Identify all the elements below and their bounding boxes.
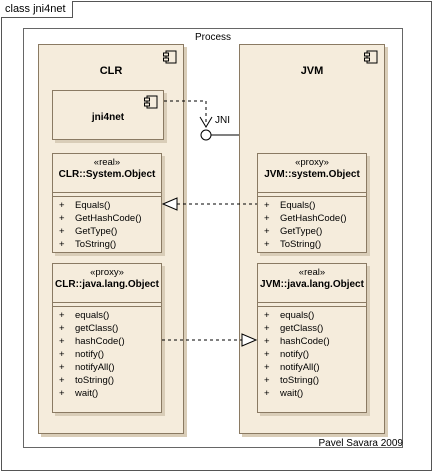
operation: +Equals() [264, 200, 316, 211]
operation-list: +equals() +getClass() +hashCode() +notif… [53, 309, 161, 400]
operation: +notify() [264, 349, 310, 360]
realization-arrowhead-java-object [241, 333, 258, 347]
class-name: JVM::system.Object [264, 169, 360, 180]
operation: +toString() [264, 375, 320, 386]
operation: +GetType() [264, 226, 323, 237]
divider [53, 302, 161, 303]
divider [258, 196, 366, 197]
clr-java-object-class[interactable]: «proxy» CLR::java.lang.Object +equals() … [52, 263, 162, 413]
component-icon [364, 50, 378, 64]
jni-interface-symbol [200, 129, 212, 141]
operation: +equals() [59, 310, 110, 321]
jvm-title: JVM [300, 65, 324, 77]
component-icon [144, 95, 158, 109]
jni4net-label: jni4net [91, 112, 125, 123]
divider [53, 196, 161, 197]
operation: +wait() [264, 388, 304, 399]
operation-list: +equals() +getClass() +hashCode() +notif… [258, 309, 366, 400]
jvm-java-object-class[interactable]: «real» JVM::java.lang.Object +equals() +… [257, 263, 367, 413]
divider [258, 302, 366, 303]
stereotype: «real» [298, 267, 326, 278]
jvm-system-object-class[interactable]: «proxy» JVM::system.Object +Equals() +Ge… [257, 153, 367, 253]
component-icon [163, 50, 177, 64]
operation: +GetHashCode() [264, 213, 347, 224]
operation: +wait() [59, 388, 99, 399]
operation: +notifyAll() [264, 362, 320, 373]
jni4net-component[interactable]: jni4net [52, 90, 164, 140]
operation: +notifyAll() [59, 362, 115, 373]
class-name: CLR::System.Object [58, 169, 156, 180]
operation: +notify() [59, 349, 105, 360]
process-label: Process [194, 32, 232, 43]
class-name: JVM::java.lang.Object [260, 279, 364, 290]
jni-dependency-line [164, 100, 207, 125]
clr-title: CLR [99, 65, 123, 77]
operation: +GetHashCode() [59, 213, 142, 224]
stereotype: «proxy» [90, 267, 124, 278]
divider [53, 306, 161, 307]
jni-dependency-arrowhead [199, 116, 213, 128]
operation-list: +Equals() +GetHashCode() +GetType() +ToS… [258, 199, 366, 251]
frame-title: class jni4net [1, 1, 73, 18]
operation: +Equals() [59, 200, 111, 211]
divider [258, 192, 366, 193]
operation: +GetType() [59, 226, 118, 237]
realization-arrowhead-system-object [161, 197, 178, 211]
divider [258, 306, 366, 307]
operation: +getClass() [264, 323, 324, 334]
operation: +hashCode() [264, 336, 330, 347]
operation: +ToString() [59, 239, 117, 250]
class-name: CLR::java.lang.Object [55, 279, 159, 290]
operation: +hashCode() [59, 336, 125, 347]
author-credit: Pavel Savara 2009 [318, 438, 403, 449]
stereotype: «proxy» [295, 157, 329, 168]
clr-system-object-class[interactable]: «real» CLR::System.Object +Equals() +Get… [52, 153, 162, 253]
operation: +getClass() [59, 323, 119, 334]
stereotype: «real» [93, 157, 121, 168]
divider [53, 192, 161, 193]
operation: +equals() [264, 310, 315, 321]
jni-label: JNI [215, 115, 230, 126]
operation: +ToString() [264, 239, 322, 250]
operation-list: +Equals() +GetHashCode() +GetType() +ToS… [53, 199, 161, 251]
operation: +toString() [59, 375, 115, 386]
